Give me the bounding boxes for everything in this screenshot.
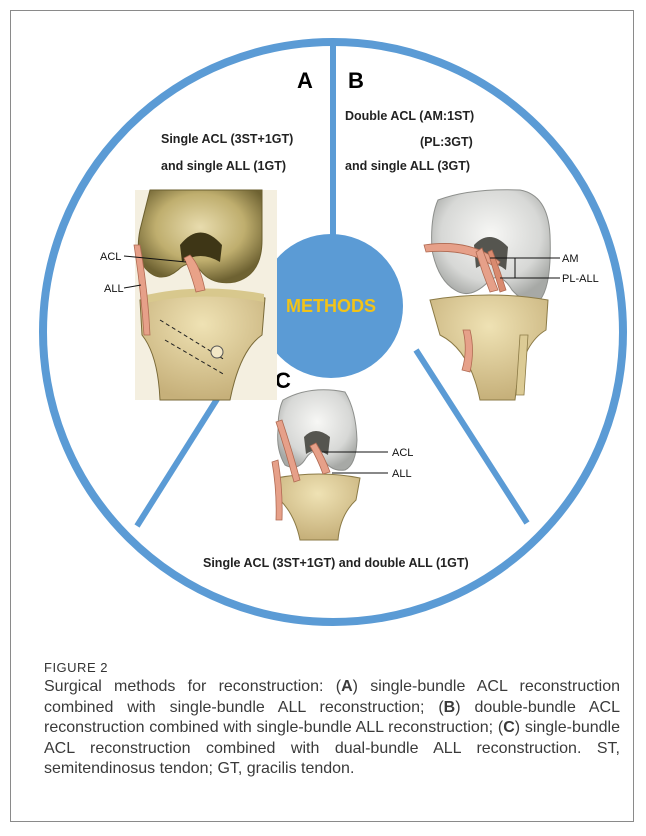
panel-b-title-line-1: Double ACL (AM:1ST) xyxy=(345,109,474,123)
panel-b-label-am: AM xyxy=(562,253,579,265)
caption-panel-ref-a: A xyxy=(341,678,353,695)
panel-letter-a: A xyxy=(297,68,313,93)
panel-c-title: Single ACL (3ST+1GT) and double ALL (1GT… xyxy=(203,556,469,570)
panel-a-label-all: ALL xyxy=(104,283,124,295)
knee-illustration-b xyxy=(424,190,560,400)
panel-b-label-pl-all: PL-ALL xyxy=(562,273,599,285)
panel-c-label-all: ALL xyxy=(392,468,412,480)
knee-illustration-c xyxy=(272,390,388,540)
figure-caption: Surgical methods for reconstruction: (A)… xyxy=(44,677,620,780)
panel-b-title-line-2: (PL:3GT) xyxy=(420,135,473,149)
panel-c-label-acl: ACL xyxy=(392,447,413,459)
knee-illustration-a xyxy=(124,190,277,400)
caption-panel-ref-c: C xyxy=(503,719,515,736)
panel-letter-c: C xyxy=(275,368,291,393)
panel-letter-b: B xyxy=(348,68,364,93)
panel-a-title-line-1: Single ACL (3ST+1GT) xyxy=(161,132,293,146)
panel-a-title-line-2: and single ALL (1GT) xyxy=(161,159,286,173)
methods-diagram: METHODS A B C Single ACL (3ST+1GT) and s… xyxy=(0,0,646,640)
center-label: METHODS xyxy=(286,296,376,316)
panel-a-label-acl: ACL xyxy=(100,251,121,263)
panel-b-title-line-3: and single ALL (3GT) xyxy=(345,159,470,173)
caption-segment: Surgical methods for reconstruction: ( xyxy=(44,678,341,695)
figure-label: FIGURE 2 xyxy=(44,660,108,675)
caption-panel-ref-b: B xyxy=(444,699,456,716)
